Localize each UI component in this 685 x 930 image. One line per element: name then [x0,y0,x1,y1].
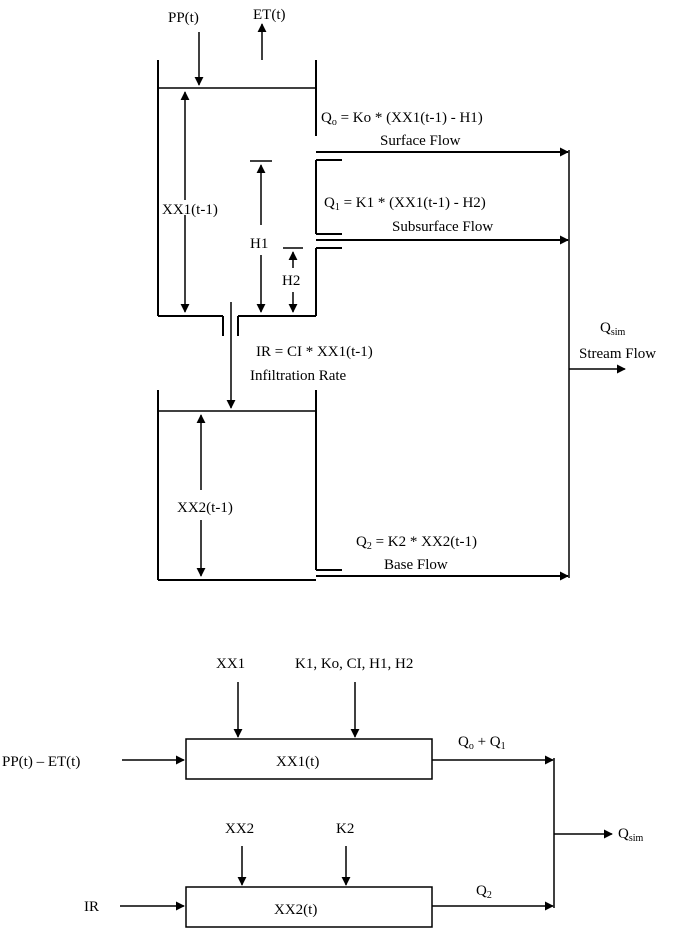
final-output-label: Qsim [618,826,644,844]
box1-input-top-a-label: XX1 [216,656,245,672]
xx2-storage-label: XX2(t-1) [177,500,233,516]
surface-flow-equation: Qo = Ko * (XX1(t-1) - H1) [321,110,483,128]
box2-input-top-a-label: XX2 [225,821,254,837]
h1-label: H1 [250,236,268,252]
xx2-box [185,886,433,928]
stream-flow-name: Stream Flow [579,346,656,362]
infiltration-equation: IR = CI * XX1(t-1) [256,344,373,360]
precip-label: PP(t) [168,10,199,26]
evap-label: ET(t) [253,7,285,23]
box2-input-top-b-label: K2 [336,821,354,837]
xx1-box [185,738,433,780]
upper-tank [157,60,317,336]
lower-tank [157,390,317,581]
subsurface-flow-name: Subsurface Flow [392,219,493,235]
box1-input-left-label: PP(t) – ET(t) [2,754,80,770]
box2-output-label: Q2 [476,883,492,901]
base-flow-equation: Q2 = K2 * XX2(t-1) [356,534,477,552]
h2-label: H2 [282,273,300,289]
box1-output-label: Qo + Q1 [458,734,506,752]
box1-input-top-b-label: K1, Ko, CI, H1, H2 [295,656,413,672]
xx1-box-label: XX1(t) [276,754,319,770]
stream-flow-symbol: Qsim [600,320,626,338]
surface-flow-name: Surface Flow [380,133,461,149]
xx1-storage-label: XX1(t-1) [162,202,218,218]
base-flow-name: Base Flow [384,557,448,573]
subsurface-flow-equation: Q1 = K1 * (XX1(t-1) - H2) [324,195,486,213]
xx2-box-label: XX2(t) [274,902,317,918]
box2-input-left-label: IR [84,899,99,915]
infiltration-name: Infiltration Rate [250,368,347,384]
